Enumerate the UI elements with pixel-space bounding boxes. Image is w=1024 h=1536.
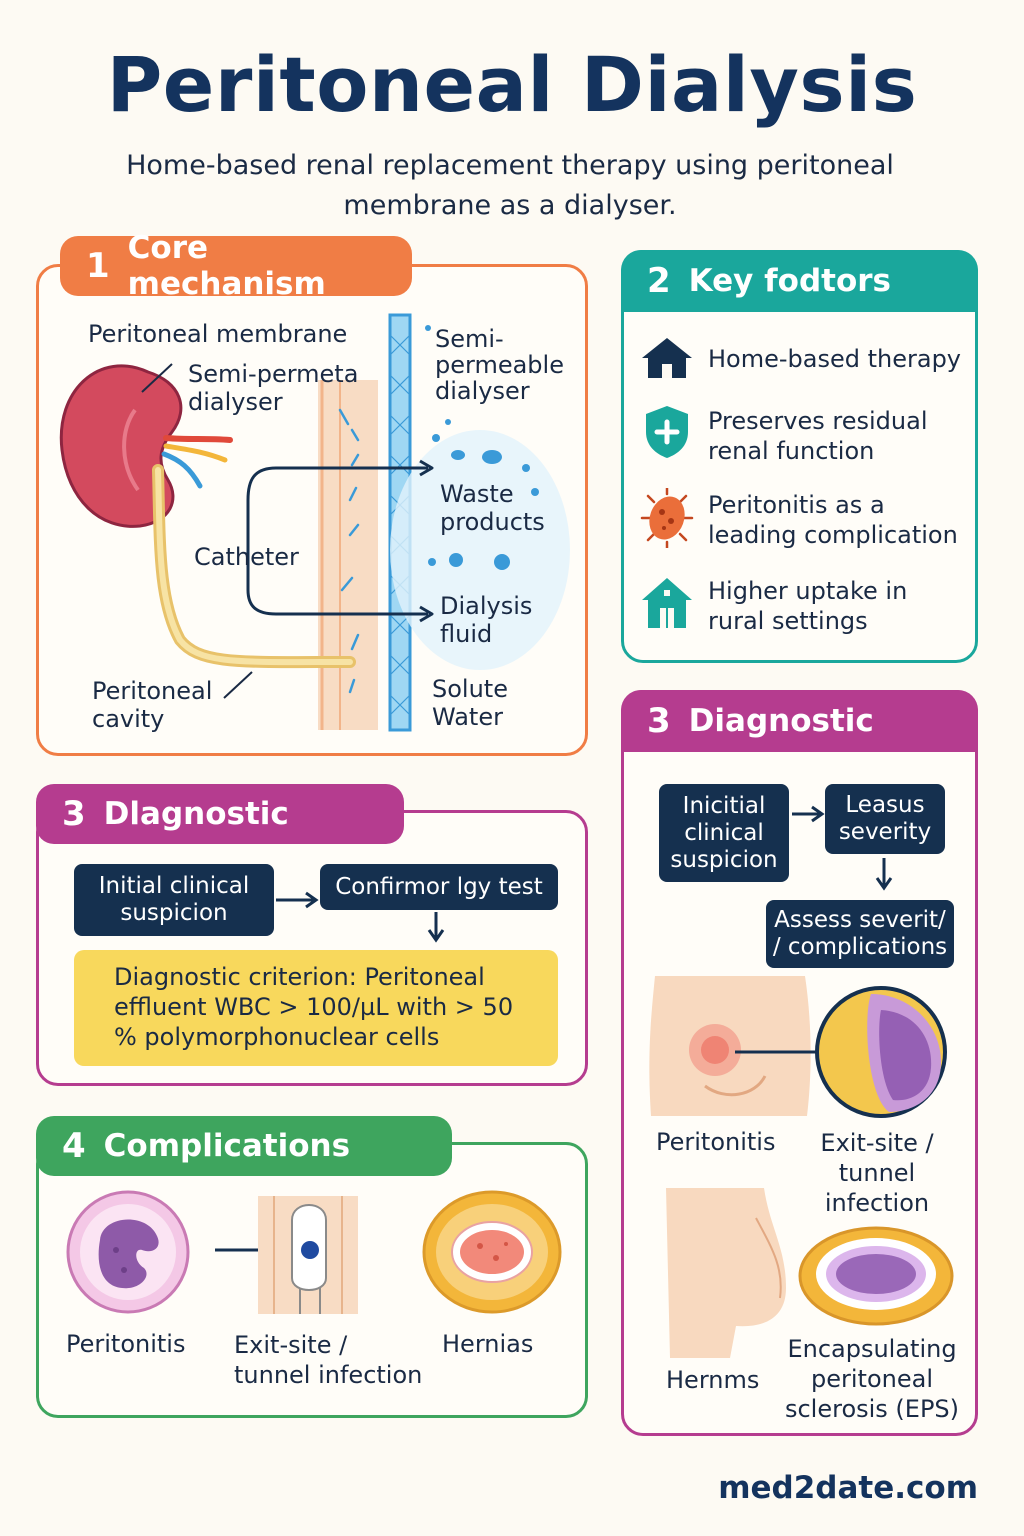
eps-icon (798, 1226, 954, 1326)
section-heading: Dlagnostic (103, 796, 289, 832)
severity-box-right: Leasus severity (825, 784, 945, 854)
catheter-label: Catheter (194, 543, 299, 571)
complication-peritonitis: Peritonitis (66, 1330, 186, 1358)
footer-brand[interactable]: med2date.com (718, 1470, 978, 1506)
complication-hernias: Hernias (442, 1330, 534, 1358)
factor-rural-uptake: Higher uptake in rural settings (708, 577, 908, 635)
page-subtitle: Home-based renal replacement therapy usi… (126, 150, 894, 221)
right-hernia-eps-illustration (666, 1188, 954, 1358)
diagnostic-right-arrows (792, 805, 893, 891)
bacteria-icon (640, 488, 694, 548)
magnified-tissue-icon (815, 986, 947, 1118)
diagnostic-right-header: 3 Diagnostic (621, 690, 978, 752)
right-eps-label: Encapsulating peritoneal sclerosis (EPS) (784, 1335, 960, 1423)
kidney-icon (59, 364, 183, 528)
section-number: 3 (647, 701, 671, 741)
page-title: Peritoneal Dialysis (106, 40, 918, 129)
section-number: 2 (647, 261, 671, 301)
semi-permeta-label: Semi-permeta dialyser (188, 360, 359, 416)
house-icon (642, 338, 692, 378)
section-heading: Core mechanism (127, 230, 326, 302)
semi-permeable-label: Semi- permeable dialyser (435, 325, 564, 405)
peritoneal-cavity-label: Peritoneal cavity (92, 677, 213, 733)
initial-suspicion-box: Initial clinical suspicion (74, 864, 274, 936)
exit-site-icon (258, 1196, 358, 1314)
solute-water-label: Solute Water (432, 675, 508, 731)
right-peritonitis-illustration (649, 976, 947, 1118)
waste-products-label: Waste products (440, 480, 545, 536)
hernia-body-icon (666, 1188, 786, 1358)
core-mechanism-header: 1 Core mechanism (60, 230, 412, 302)
section-number: 3 (62, 794, 86, 834)
section-number: 1 (86, 246, 110, 286)
peritoneal-wall (318, 380, 378, 730)
diagnostic-criterion-box: Diagnostic criterion: Peritoneal effluen… (74, 950, 558, 1066)
hernia-icon (422, 1190, 562, 1314)
initial-suspicion-box-right: Inicitial clinical suspicion (659, 784, 789, 882)
right-exit-site-label: Exit-site / tunnel infection (820, 1129, 934, 1217)
factor-home-based: Home-based therapy (708, 345, 962, 373)
factor-residual-function: Preserves residual renal function (708, 407, 928, 465)
section-heading: Complications (103, 1128, 351, 1164)
rural-house-icon (642, 578, 692, 628)
section-heading: Key fodtors (688, 263, 892, 299)
section-number: 4 (62, 1126, 86, 1166)
section-heading: Diagnostic (688, 703, 874, 739)
factor-peritonitis: Peritonitis as a leading complication (708, 491, 958, 549)
confirmatory-test-box: Confirmor lgy test (320, 864, 558, 910)
diagnostic-left-header: 3 Dlagnostic (36, 784, 404, 844)
key-factors-header: 2 Key fodtors (621, 250, 978, 312)
peritonitis-cell-icon (66, 1190, 190, 1314)
assess-severity-box: Assess severit/ / complications (766, 900, 954, 968)
dialysis-fluid-label: Dialysis fluid (440, 592, 533, 648)
right-hernias-label: Hernms (666, 1366, 760, 1394)
shield-plus-icon (646, 406, 688, 458)
complication-exit-site: Exit-site / tunnel infection (234, 1331, 423, 1389)
diagnostic-flow-arrows (276, 891, 445, 943)
complications-header: 4 Complications (36, 1116, 452, 1176)
dialysis-mechanism-illustration (59, 313, 570, 732)
right-peritonitis-label: Peritonitis (656, 1128, 776, 1156)
peritoneal-membrane-label: Peritoneal membrane (88, 320, 348, 348)
complications-illustrations (66, 1190, 562, 1314)
